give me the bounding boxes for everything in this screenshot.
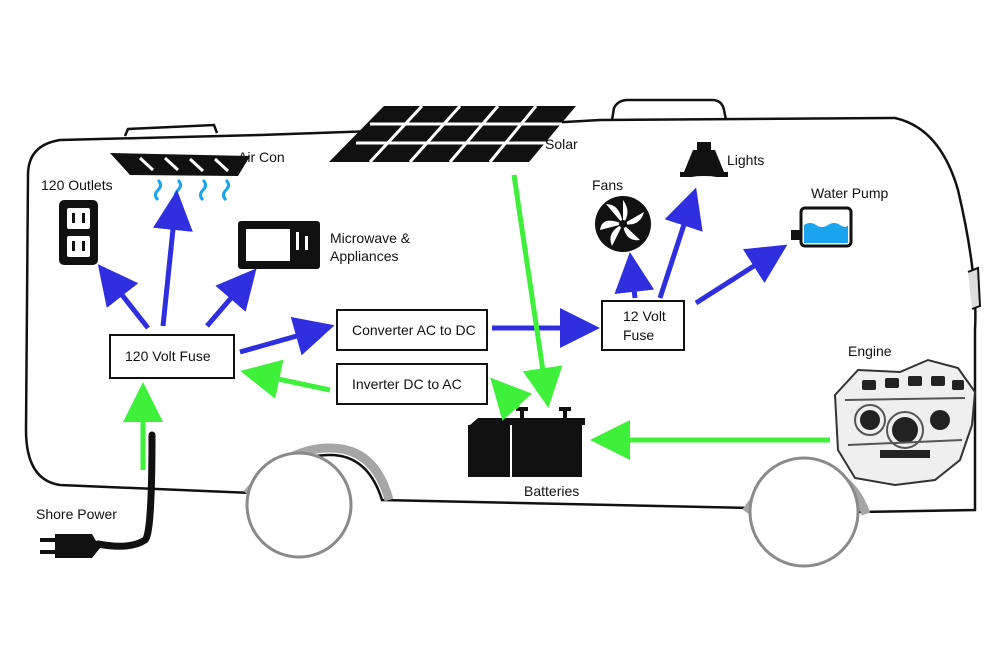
solar-panel-icon [329,104,576,164]
arrow-12v-to-fans [614,252,655,299]
arrow-fuse-to-aircon [153,190,193,327]
arrow-battery-to-inverter [490,377,532,421]
light-icon [680,142,728,180]
converter-box: Converter AC to DC [336,309,488,351]
arrow-fuse-to-outlets [97,264,150,330]
inverter-label: Inverter DC to AC [352,375,462,392]
solar-label: Solar [545,136,578,152]
lights-label: Lights [727,152,765,168]
engine-icon [833,358,977,487]
fuse-120v-label: 120 Volt Fuse [125,348,211,364]
fans-label: Fans [592,177,624,193]
outlets-label: 120 Outlets [41,177,113,193]
converter-label: Converter AC to DC [352,321,476,338]
rear-wheel [243,443,394,559]
microwave-label-line2: Appliances [330,248,399,264]
arrow-12v-to-waterpump [694,244,788,306]
air-con-label: Air Con [238,149,285,165]
green-flow-arrows [123,174,830,470]
shore-power-label: Shore Power [36,506,117,522]
arrow-12v-to-lights [657,187,703,299]
plug-icon [40,431,156,558]
water-pump-icon [791,206,853,248]
battery-icon [468,407,585,477]
arrow-fuse-to-converter [239,316,335,356]
arrow-fuse-to-microwave [205,268,257,328]
inverter-box: Inverter DC to AC [336,363,488,405]
fuse-12v-label-line2: Fuse [623,326,655,343]
fan-icon [595,196,651,252]
water-pump-label: Water Pump [811,185,889,201]
front-wheel [742,456,871,568]
fuse-12v-box: 12 Volt Fuse [601,300,685,351]
microwave-icon [238,221,320,269]
arrow-solar-to-battery [511,174,563,408]
arrow-inverter-to-fuse [240,359,331,399]
blue-flow-arrows [97,187,788,356]
fuse-120v-box: 120 Volt Fuse [109,334,235,379]
microwave-label-line1: Microwave & [330,230,411,246]
outlet-icon [59,200,98,265]
engine-label: Engine [848,343,892,359]
air-con-icon [110,153,250,202]
fuse-12v-label-line1: 12 Volt [623,307,666,324]
batteries-label: Batteries [524,483,580,499]
